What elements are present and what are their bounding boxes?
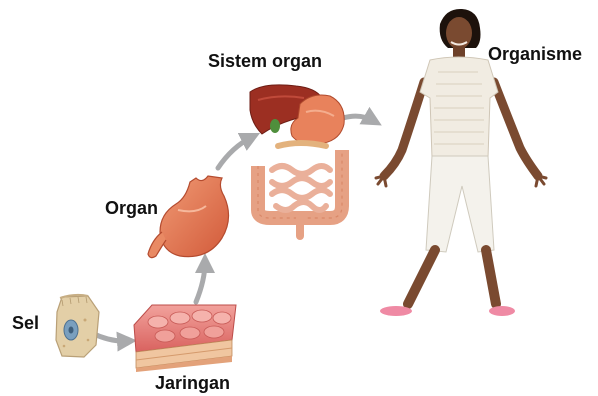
arrow-jaringan-to-organ xyxy=(196,262,205,302)
label-organ: Organ xyxy=(105,199,158,217)
stomach-illustration xyxy=(148,176,229,258)
label-organisme: Organisme xyxy=(488,45,582,63)
arrow-organ-to-sistem xyxy=(218,137,252,168)
cell-illustration xyxy=(56,295,99,357)
digestive-system-illustration xyxy=(250,85,344,236)
label-sistem-organ: Sistem organ xyxy=(208,52,322,70)
label-jaringan: Jaringan xyxy=(155,374,230,392)
tissue-illustration xyxy=(134,305,236,372)
label-sel: Sel xyxy=(12,314,39,332)
arrow-sistem-to-organisme xyxy=(343,116,374,121)
